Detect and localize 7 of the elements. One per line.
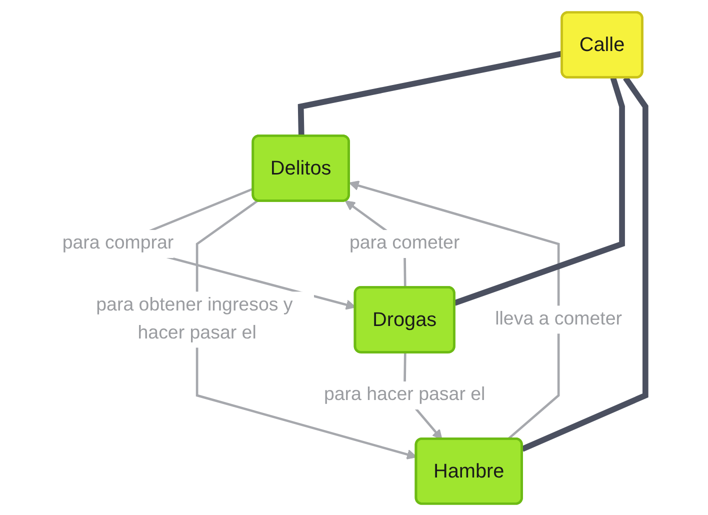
connector (454, 76, 626, 306)
connector (521, 76, 648, 452)
edge-label: para obtener ingresos y hacer pasar el (96, 294, 293, 343)
edge-label: lleva a cometer (495, 308, 622, 329)
edge-label: para hacer pasar el (324, 384, 486, 404)
edge-label: para comprar (62, 232, 174, 253)
edge-label: para cometer (350, 232, 460, 253)
